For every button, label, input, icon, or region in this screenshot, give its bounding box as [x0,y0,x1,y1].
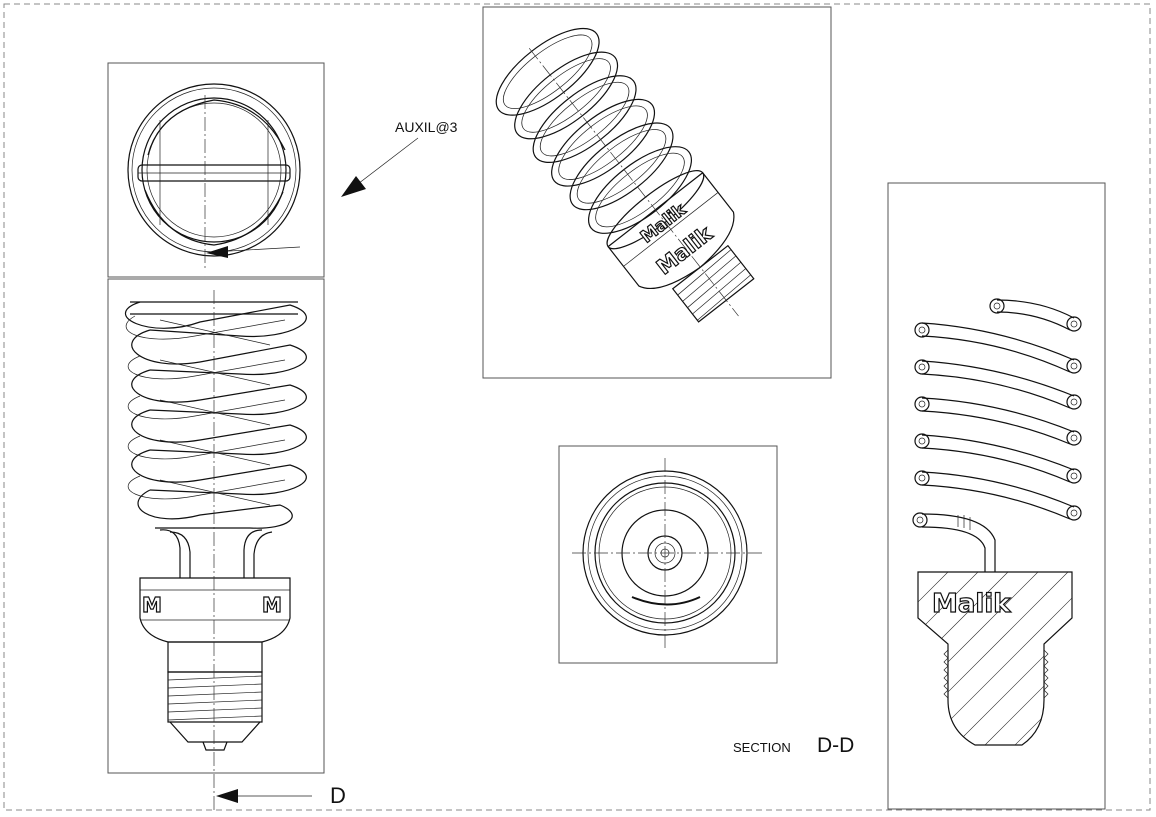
front-view-frame [107,278,325,774]
section-cut-marker: D [216,783,346,808]
section-caption-id: D-D [817,734,854,757]
section-coil-rows [912,322,1082,572]
top-view [107,62,325,278]
section-brand-text: Malik [932,589,1011,619]
front-view: M M [107,278,325,812]
section-cut-letter: D [330,783,346,808]
auxiliary-view-callout: AUXIL@3 [341,119,458,197]
section-caption: SECTION D-D [733,734,854,757]
bottom-view-frame [558,445,778,664]
front-view-brand-mark-right: M [262,593,282,617]
sheet-border [3,3,1151,811]
bottom-view [558,445,778,664]
section-cut-arrowhead [216,789,238,803]
section-view: Malik [887,182,1106,810]
auxiliary-view-arrowhead [341,176,366,197]
section-caption-word: SECTION [733,740,791,755]
top-view-frame [107,62,325,278]
section-body-outline [917,571,1073,746]
front-view-brand-mark-left: M [142,593,162,617]
isometric-view-frame [482,6,832,379]
isometric-view: Malik Malik [482,6,832,379]
auxiliary-view-label: AUXIL@3 [395,119,458,135]
section-view-frame [887,182,1106,810]
